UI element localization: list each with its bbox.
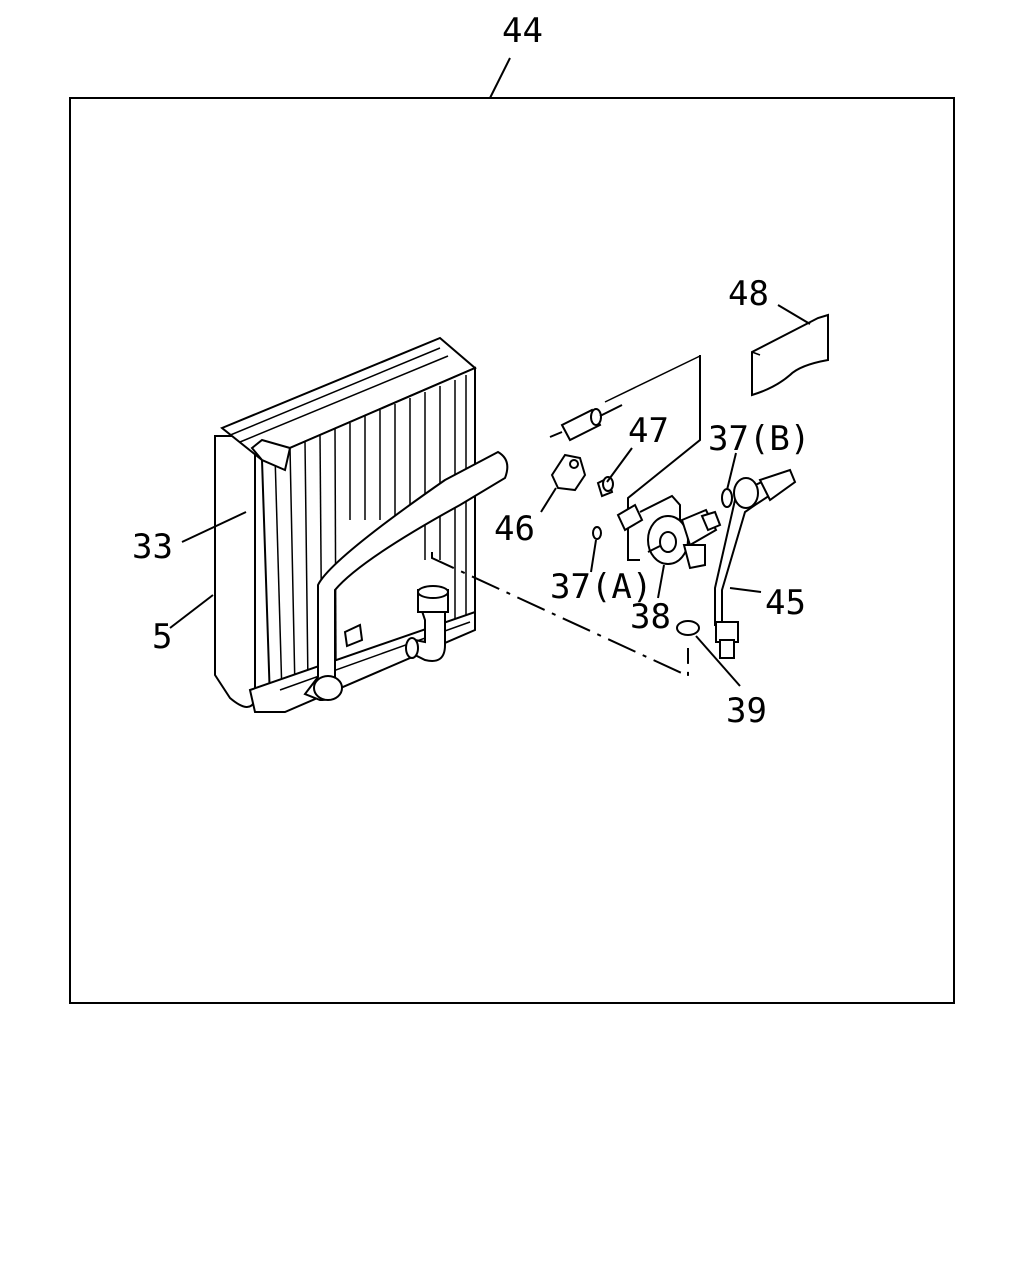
sensor-bracket-outline: [627, 355, 701, 561]
insulation-pad-48: [751, 313, 829, 397]
label-48: 48: [728, 274, 769, 314]
assembly-frame: [69, 97, 955, 1004]
label-46: 46: [494, 509, 535, 549]
label-45: 45: [765, 583, 806, 623]
o-ring-37a: [592, 526, 602, 540]
outlet-pipe: [303, 450, 509, 702]
o-ring-39: [676, 620, 700, 636]
label-44: 44: [502, 11, 543, 51]
leader-lines: [169, 304, 811, 687]
pipe-45: [714, 468, 797, 659]
leader-44: [489, 57, 511, 99]
screw-47: [596, 476, 614, 498]
thermo-sensor: [549, 404, 623, 442]
assembly-dash-line: [431, 552, 689, 678]
inlet-pipe: [405, 585, 449, 662]
label-37a: 37(A): [550, 567, 652, 607]
label-37b: 37(B): [708, 419, 810, 459]
label-5: 5: [152, 617, 172, 657]
label-33: 33: [132, 527, 173, 567]
label-47: 47: [628, 411, 669, 451]
sensor-clip-46: [550, 453, 587, 492]
core-bolt: [343, 623, 364, 648]
o-ring-37b: [721, 488, 733, 508]
label-39: 39: [726, 691, 767, 731]
expansion-valve-38: [647, 508, 722, 570]
label-38: 38: [630, 597, 671, 637]
